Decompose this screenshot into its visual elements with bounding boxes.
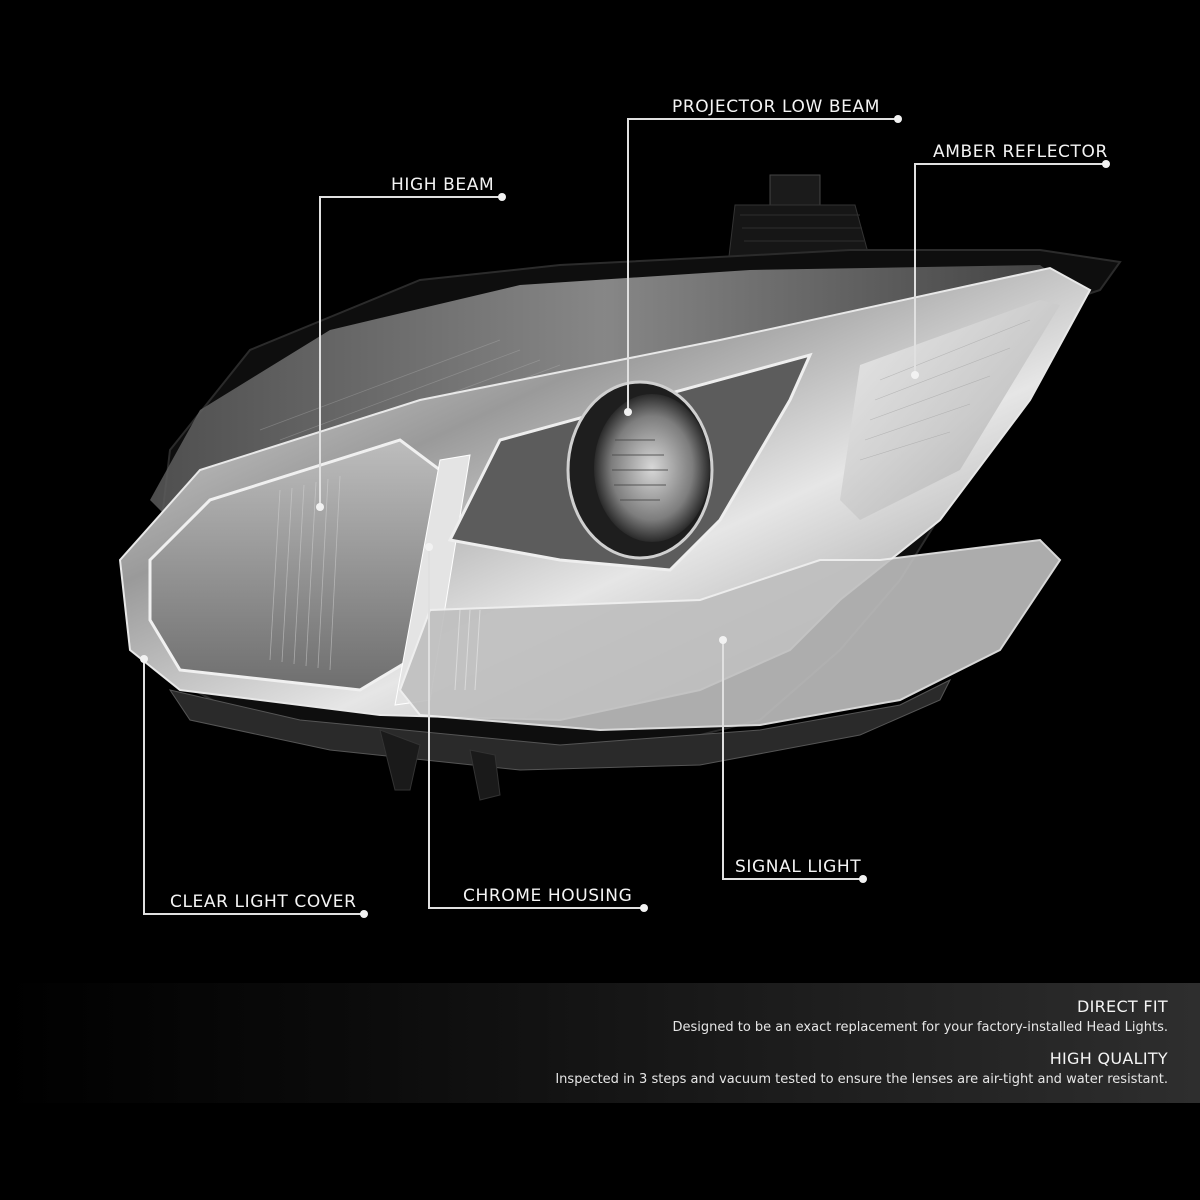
feature-description: Designed to be an exact replacement for … bbox=[672, 1020, 1168, 1035]
callout-signal-light: SIGNAL LIGHT bbox=[735, 857, 862, 877]
callout-amber-reflector: AMBER REFLECTOR bbox=[933, 142, 1108, 162]
callout-lines bbox=[143, 118, 1106, 915]
callout-high-beam: HIGH BEAM bbox=[391, 175, 495, 195]
feature-description: Inspected in 3 steps and vacuum tested t… bbox=[555, 1072, 1168, 1087]
callout-clear-light-cover: CLEAR LIGHT COVER bbox=[170, 892, 357, 912]
feature-title: HIGH QUALITY bbox=[1049, 1049, 1168, 1068]
projector-lens bbox=[566, 380, 714, 560]
feature-high-quality: HIGH QUALITY Inspected in 3 steps and va… bbox=[555, 1049, 1168, 1087]
callout-projector-low-beam: PROJECTOR LOW BEAM bbox=[672, 97, 881, 117]
feature-direct-fit: DIRECT FIT Designed to be an exact repla… bbox=[672, 997, 1168, 1035]
feature-title: DIRECT FIT bbox=[1077, 997, 1168, 1016]
callout-chrome-housing: CHROME HOUSING bbox=[463, 886, 633, 906]
features-band: DIRECT FIT Designed to be an exact repla… bbox=[0, 983, 1200, 1103]
callout-dots bbox=[140, 115, 1110, 918]
